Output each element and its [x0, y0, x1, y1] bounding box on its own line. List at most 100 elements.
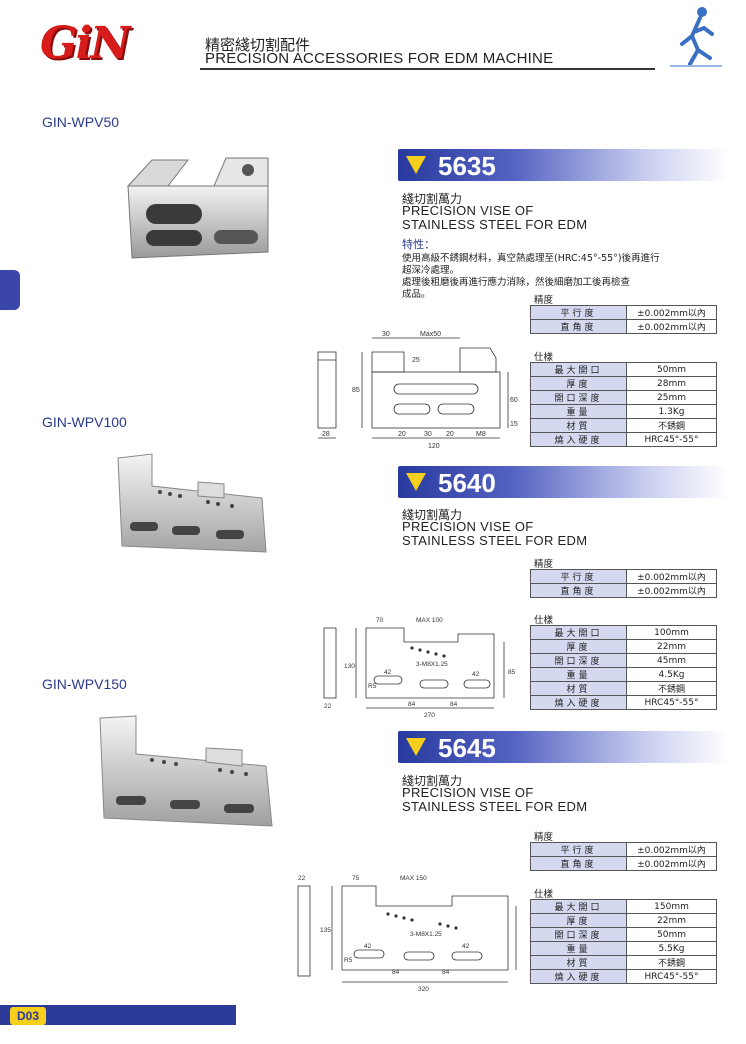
spec-value: 不銹鋼 [626, 955, 717, 970]
feature-line: 成品。 [402, 289, 431, 300]
dimension-label: 120 [428, 443, 440, 450]
product-title-en-line2: STAINLESS STEEL FOR EDM [402, 533, 588, 548]
dimension-label: 85 [352, 387, 360, 394]
dimension-label: 60 [510, 397, 518, 404]
spec-value: 28mm [626, 376, 717, 391]
dimension-label: 85 [508, 669, 516, 676]
product-header-5645: 5645 [398, 731, 728, 763]
spec-label: 厚度 [530, 639, 627, 654]
product-title-cn: 綫切割萬力 [402, 774, 463, 788]
product-title-en-line1: PRECISION VISE OF [402, 203, 534, 218]
spec-label: 材質 [530, 418, 627, 433]
model-label-wpv150: GIN-WPV150 [42, 676, 127, 692]
spec-label: 燒入硬度 [530, 695, 627, 710]
accuracy-label: 平行度 [530, 842, 627, 857]
spec-label: 重量 [530, 941, 627, 956]
dimension-label: 320 [418, 986, 429, 993]
accuracy-label: 平行度 [530, 305, 627, 320]
accuracy-value: ±0.002mm以內 [626, 319, 717, 334]
dimension-label: 84 [442, 969, 450, 976]
product-header-5640: 5640 [398, 466, 728, 498]
table-row: 材質不銹鋼 [530, 955, 717, 970]
dimension-label: 30 [424, 431, 432, 438]
page-header: GiN 精密綫切割配件 PRECISION ACCESSORIES FOR ED… [0, 0, 746, 80]
dimension-label: 75 [352, 875, 360, 882]
feature-line: 使用高級不銹鋼材料，真空熱處理至(HRC:45°-55°)後再進行 [402, 253, 660, 264]
spec-title: 仕樣 [534, 352, 554, 363]
dimension-label: 42 [462, 943, 470, 950]
dimension-label: R5 [344, 957, 353, 964]
dimension-label: 20 [398, 431, 406, 438]
spec-value: 50mm [626, 927, 717, 942]
spec-label: 厚度 [530, 376, 627, 391]
features-title: 特性： [402, 238, 435, 251]
product-title-en-line2: STAINLESS STEEL FOR EDM [402, 799, 588, 814]
triangle-marker-icon [406, 738, 426, 756]
spec-value: 25mm [626, 390, 717, 405]
spec-value: 不銹鋼 [626, 681, 717, 696]
accuracy-table: 平行度±0.002mm以內 直角度±0.002mm以內 [530, 842, 717, 871]
dimension-label: 42 [364, 943, 372, 950]
table-row: 平行度±0.002mm以內 [530, 305, 717, 320]
accuracy-title: 精度 [534, 832, 554, 843]
spec-label: 開口深度 [530, 927, 627, 942]
product-number: 5645 [438, 733, 496, 763]
product-photo-wpv50 [126, 157, 269, 259]
accuracy-title: 精度 [534, 295, 554, 306]
triangle-marker-icon [406, 156, 426, 174]
spec-label: 開口深度 [530, 390, 627, 405]
gin-logo: GiN [40, 18, 185, 70]
accuracy-table: 平行度±0.002mm以內 直角度±0.002mm以內 [530, 569, 717, 598]
table-row: 平行度±0.002mm以內 [530, 569, 717, 584]
header-title-en: PRECISION ACCESSORIES FOR EDM MACHINE [205, 50, 554, 67]
dimension-label: 22 [298, 875, 306, 882]
product-title-en-line2: STAINLESS STEEL FOR EDM [402, 217, 588, 232]
feature-line: 處理後粗磨後再進行應力消除，然後細磨加工後再檢查 [402, 277, 631, 288]
spec-value: HRC45°-55° [626, 695, 717, 710]
dimension-label: 270 [424, 712, 435, 719]
model-label-wpv50: GIN-WPV50 [42, 114, 120, 130]
section-side-tab [0, 270, 20, 310]
spec-label: 重量 [530, 404, 627, 419]
dimension-label: 135 [320, 927, 331, 934]
spec-label: 燒入硬度 [530, 432, 627, 447]
runner-icon [670, 7, 722, 67]
accuracy-label: 直角度 [530, 319, 627, 334]
spec-label: 材質 [530, 955, 627, 970]
product-title-cn: 綫切割萬力 [402, 192, 463, 206]
dimension-label: 42 [472, 671, 480, 678]
footer-bar [0, 1005, 236, 1025]
spec-label: 最大開口 [530, 625, 627, 640]
dimension-label: 22 [324, 703, 332, 710]
technical-drawing-5635: 30 Max50 25 85 60 15 28 20 30 20 M8 120 [317, 331, 518, 450]
dimension-label: 130 [344, 663, 355, 670]
spec-value: 1.3Kg [626, 404, 717, 419]
dimension-label: MAX 150 [400, 875, 427, 882]
triangle-marker-icon [406, 473, 426, 491]
dimension-label: 84 [408, 701, 416, 708]
accuracy-value: ±0.002mm以內 [626, 842, 717, 857]
accuracy-table: 平行度±0.002mm以內 直角度±0.002mm以內 [530, 305, 717, 334]
spec-value: 45mm [626, 653, 717, 668]
spec-value: HRC45°-55° [626, 432, 717, 447]
table-row: 直角度±0.002mm以內 [530, 583, 717, 598]
model-label-wpv100: GIN-WPV100 [42, 414, 127, 430]
spec-label: 最大開口 [530, 899, 627, 914]
product-title-cn: 綫切割萬力 [402, 508, 463, 522]
table-row: 材質不銹鋼 [530, 681, 717, 696]
accuracy-label: 平行度 [530, 569, 627, 584]
dimension-label: 3-M8X1.25 [416, 661, 448, 668]
